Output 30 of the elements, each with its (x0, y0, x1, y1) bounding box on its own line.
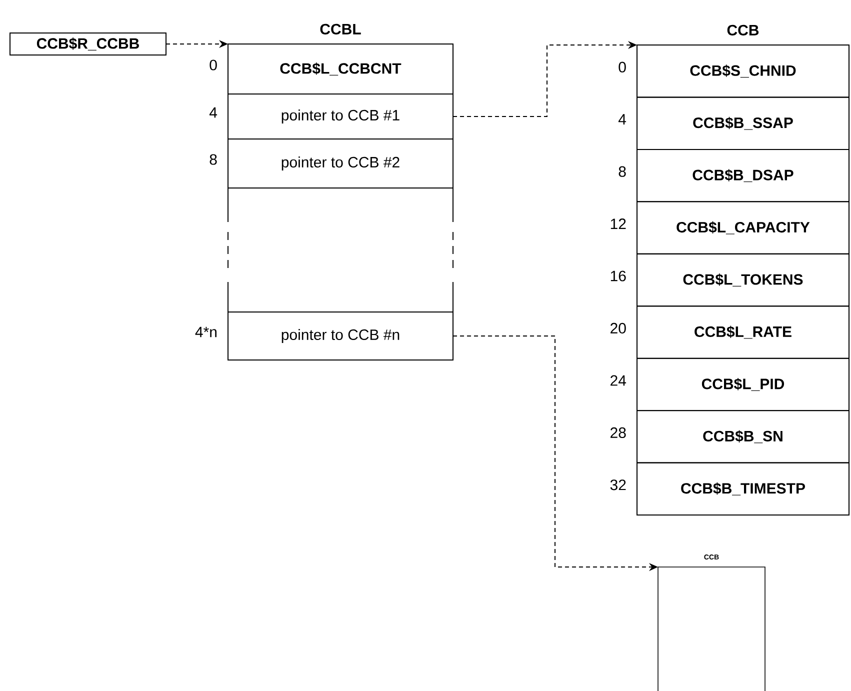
field-cell: CCB$B_DSAP (636, 148, 850, 202)
elided-cell (228, 188, 454, 312)
offset-label: 4 (209, 107, 218, 118)
field-cell: CCB$B_TIMESTP (636, 462, 850, 516)
structure-title: CCBL (320, 24, 361, 34)
offset-label: 16 (610, 270, 626, 282)
offset-label: 8 (618, 166, 626, 177)
offset-label: 12 (610, 218, 626, 230)
field-cell: pointer to CCB #2 (228, 138, 454, 188)
offset-label: 20 (610, 322, 626, 334)
offset-label: 32 (610, 480, 626, 490)
offset-label: 0 (210, 60, 217, 70)
offset-label: 4 (618, 114, 626, 124)
field-cell: CCB$L_CAPACITY (636, 201, 850, 254)
field-cell: pointer to CCB #n (228, 312, 454, 360)
offset-label: 0 (618, 62, 626, 72)
field-cell: CCB$B_SSAP (636, 96, 850, 150)
field-cell: CCB$S_CHNID (636, 44, 850, 98)
field-cell: CCB$B_SN (636, 410, 850, 464)
offset-label: 24 (610, 375, 626, 386)
offset-label: 28 (610, 427, 626, 438)
field-cell: CCB$L_TOKENS (636, 253, 850, 307)
offset-label: 4*n (195, 326, 216, 338)
field-cell: CCB$L_PID (636, 358, 850, 412)
field-cell: CCB$L_CCBCNT (228, 44, 454, 94)
field-cell: pointer to CCB #1 (228, 94, 454, 140)
name-tag: CCB$R_CCBB (10, 32, 166, 56)
field-cell: CCB$L_RATE (636, 306, 850, 359)
offset-label: 8 (210, 154, 217, 165)
structure-title: CCB (727, 24, 759, 36)
